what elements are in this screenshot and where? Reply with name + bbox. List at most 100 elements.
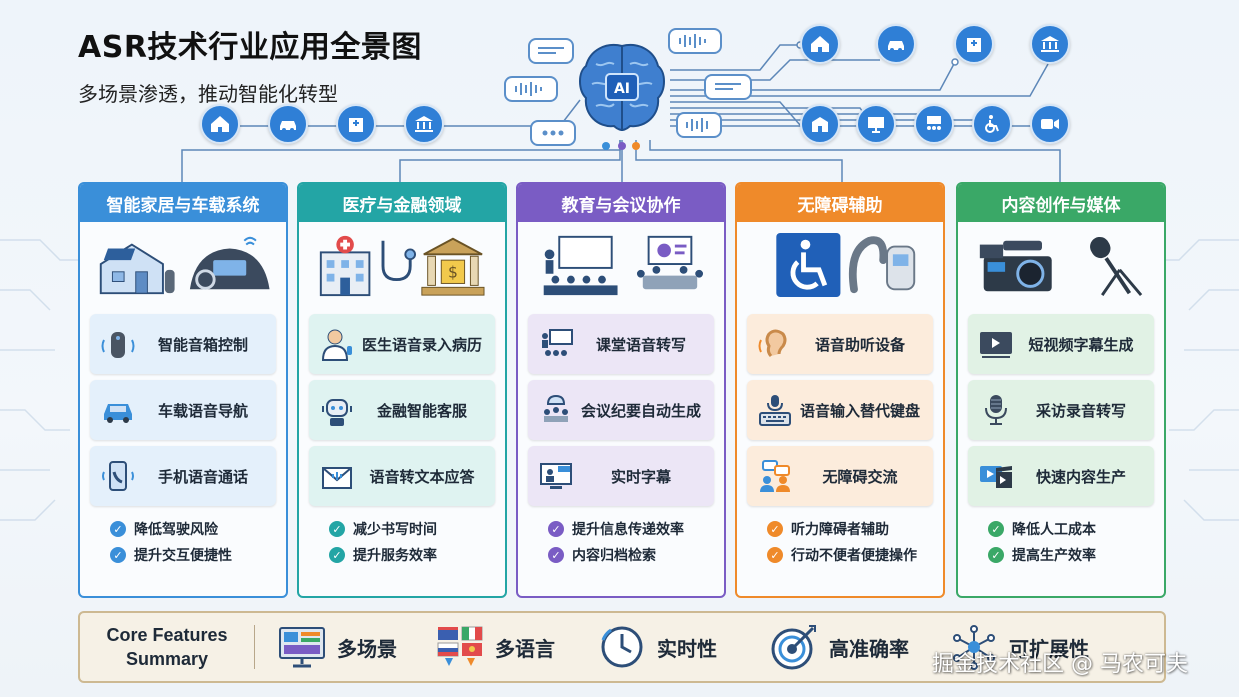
benefit-item: ✓减少书写时间: [329, 516, 505, 542]
feature-label: 课堂语音转写: [595, 335, 686, 354]
microphone-icon: [976, 390, 1016, 430]
accessibility-hearing-aid-icon: [775, 232, 915, 298]
benefit-item: ✓提升交互便捷性: [110, 542, 286, 568]
car-dashboard-icon: [189, 236, 270, 290]
feature-label: 快速内容生产: [1035, 467, 1126, 486]
page-title: ASR技术行业应用全景图: [78, 30, 422, 65]
benefit-item: ✓行动不便者便捷操作: [767, 542, 943, 568]
benefit-item: ✓提升服务效率: [329, 542, 505, 568]
column-title: 教育与会议协作: [518, 184, 724, 222]
feature-card: 金融智能客服: [309, 380, 495, 440]
speech-bubble-icon: [704, 74, 752, 100]
hospital-icon: [954, 24, 994, 64]
feature-label: 语音输入替代键盘: [799, 401, 920, 420]
school-icon: [800, 104, 840, 144]
video-player-icon: [976, 324, 1016, 364]
robot-icon: [317, 390, 357, 430]
summary-item-realtime: 实时性: [597, 624, 717, 670]
check-icon: ✓: [329, 547, 345, 563]
waveform-bubble-icon: [504, 76, 558, 102]
column-illustration: [518, 222, 724, 308]
benefit-item: ✓降低驾驶风险: [110, 516, 286, 542]
check-icon: ✓: [988, 547, 1004, 563]
column-title: 智能家居与车载系统: [80, 184, 286, 222]
feature-card: 智能音箱控制: [90, 314, 276, 374]
summary-label: 实时性: [657, 636, 717, 661]
benefits-list: ✓降低人工成本 ✓提高生产效率: [958, 516, 1164, 568]
feature-label: 实时字幕: [610, 467, 671, 486]
mail-icon: [317, 456, 357, 496]
page-subtitle: 多场景渗透，推动智能化转型: [78, 82, 338, 106]
column-content-media: 内容创作与媒体 短视频字幕生成 采访录音转写 快速内容生产 ✓降低人工成本: [956, 182, 1166, 598]
benefits-list: ✓听力障碍者辅助 ✓行动不便者便捷操作: [737, 516, 943, 568]
feature-label: 金融智能客服: [376, 401, 467, 420]
column-title: 无障碍辅助: [737, 184, 943, 222]
summary-label: 多场景: [337, 636, 397, 661]
classroom-icon: [536, 324, 576, 364]
waveform-bubble-icon: [676, 112, 722, 138]
feature-label: 会议纪要自动生成: [580, 401, 701, 420]
feature-card: 医生语音录入病历: [309, 314, 495, 374]
ear-icon: [755, 324, 795, 364]
feature-card: 语音转文本应答: [309, 446, 495, 506]
summary-item-multi-scene: 多场景: [277, 624, 397, 670]
divider: [254, 625, 255, 669]
feature-label: 手机语音通话: [157, 467, 248, 486]
title-block: ASR技术行业应用全景图 多场景渗透，推动智能化转型: [78, 22, 422, 107]
column-illustration: [958, 222, 1164, 308]
presentation-icon: [856, 104, 896, 144]
feature-label: 语音助听设备: [814, 335, 905, 354]
column-illustration: [737, 222, 943, 308]
chat-icon: [755, 456, 795, 496]
column-illustration: [80, 222, 286, 308]
check-icon: ✓: [110, 547, 126, 563]
check-icon: ✓: [548, 521, 564, 537]
feature-card: 采访录音转写: [968, 380, 1154, 440]
speech-bubble-icon: [528, 38, 574, 64]
benefits-list: ✓提升信息传递效率 ✓内容归档检索: [518, 516, 724, 568]
benefit-item: ✓听力障碍者辅助: [767, 516, 943, 542]
check-icon: ✓: [329, 521, 345, 537]
clock-icon: [601, 626, 643, 668]
feature-label: 短视频字幕生成: [1028, 335, 1134, 354]
column-medical-finance: 医疗与金融领域 $ 医生语音录入病历 金融智能客服 语音转文: [297, 182, 507, 598]
clapper-icon: [976, 456, 1016, 496]
column-accessibility: 无障碍辅助 语音助听设备 语音输入替代键盘 无障碍交流 ✓听力障碍者辅助 ✓行动…: [735, 182, 945, 598]
column-title: 内容创作与媒体: [958, 184, 1164, 222]
feature-label: 车载语音导航: [157, 401, 248, 420]
meeting-icon: [914, 104, 954, 144]
column-smart-home-vehicle: 智能家居与车载系统 智能音箱控制 车载语音导航 手机语音通话: [78, 182, 288, 598]
bank-icon: [1030, 24, 1070, 64]
feature-card: 无障碍交流: [747, 446, 933, 506]
summary-item-accuracy: 高准确率: [769, 624, 909, 670]
car-icon: [876, 24, 916, 64]
waveform-bubble-icon: [668, 28, 722, 54]
feature-card: 快速内容生产: [968, 446, 1154, 506]
check-icon: ✓: [988, 521, 1004, 537]
live-icon: [536, 456, 576, 496]
feature-card: 车载语音导航: [90, 380, 276, 440]
home-icon: [800, 24, 840, 64]
target-icon: [771, 625, 816, 670]
smart-house-icon: [99, 243, 175, 295]
feature-label: 采访录音转写: [1035, 401, 1126, 420]
car-icon: [98, 390, 138, 430]
ai-label: AI: [614, 81, 630, 97]
hospital-bank-icon: $: [319, 235, 485, 297]
feature-label: 语音转文本应答: [369, 467, 475, 486]
summary-item-multi-language: 多语言: [435, 624, 555, 670]
hospital-icon: [336, 104, 376, 144]
watermark: 掘金技术社区 @ 马农可夫: [932, 652, 1188, 677]
feature-label: 智能音箱控制: [157, 335, 248, 354]
phone-icon: [98, 456, 138, 496]
summary-label: 多语言: [495, 636, 555, 661]
column-education-meeting: 教育与会议协作 课堂语音转写 会议纪要自动生成 实时字幕 ✓提升信息传递效率: [516, 182, 726, 598]
feature-card: 短视频字幕生成: [968, 314, 1154, 374]
feature-card: 语音输入替代键盘: [747, 380, 933, 440]
feature-card: 手机语音通话: [90, 446, 276, 506]
check-icon: ✓: [548, 547, 564, 563]
feature-card: 实时字幕: [528, 446, 714, 506]
benefit-item: ✓内容归档检索: [548, 542, 724, 568]
flags-icon: [437, 626, 483, 666]
column-illustration: $: [299, 222, 505, 308]
